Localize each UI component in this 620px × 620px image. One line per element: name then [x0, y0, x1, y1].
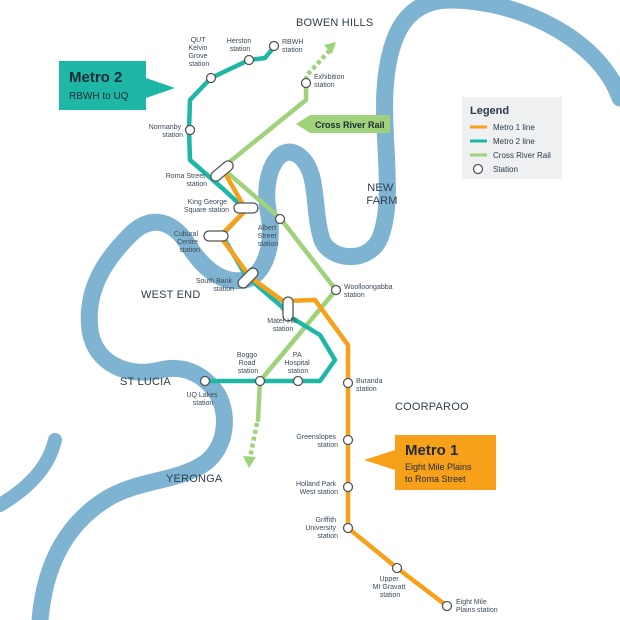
station-label-uq-lakes: UQ Lakes — [186, 392, 218, 399]
station-label-pa-hospital: PA — [293, 352, 302, 359]
station-upper-mt-gravatt — [391, 562, 403, 574]
svg-text:Eight Mile Plains statio: Eight Mile Plains station — [456, 599, 498, 614]
legend-metro-1: Metro 1 line — [493, 123, 535, 132]
svg-text:Normanby station: Normanby station — [149, 124, 183, 139]
svg-text:Exhibition station: Exhibition station — [314, 74, 346, 89]
station-label-boggo-road: Boggo — [237, 352, 257, 359]
station-label-king-george-square: King George — [188, 199, 227, 206]
station-label-griffith-university: Griffith — [316, 517, 337, 524]
svg-text:Buranda station: Buranda station — [356, 378, 384, 393]
station-label-south-bank: South Bank — [196, 278, 233, 285]
svg-text:Holland Park West statio: Holland Park West station — [296, 481, 338, 496]
station-griffith-university — [342, 522, 354, 534]
crr-north-extension — [306, 48, 332, 76]
station-label-cultural-centre: Cultural — [174, 231, 199, 238]
station-pa-hospital — [292, 375, 304, 387]
metro-1-callout-subtitle-2: to Roma Street — [405, 474, 466, 484]
metro-1-callout-title: Metro 1 — [405, 442, 458, 459]
station-label-mater-hill: Mater Hill — [267, 318, 297, 325]
area-st-lucia: ST LUCIA — [120, 376, 171, 388]
cross-river-rail-line — [219, 42, 339, 468]
svg-text:PA Hospital statio: PA Hospital station — [284, 352, 311, 375]
legend-title: Legend — [470, 105, 509, 117]
station-holland-park-west — [342, 481, 354, 493]
cross-river-rail-callout: Cross River Rail — [296, 115, 390, 133]
svg-text:Mater Hill station: Mater Hill station — [267, 318, 299, 333]
station-greenslopes — [342, 434, 354, 446]
station-label-albert-street: Albert — [258, 225, 276, 232]
svg-text:UQ Lakes station: UQ Lakes station — [186, 392, 219, 407]
metro-1-callout-subtitle-1: Eight Mile Plains — [405, 462, 472, 472]
metro-1-callout: Metro 1 Eight Mile Plains to Roma Street — [364, 435, 496, 490]
station-label-woolloongabba: Woolloongabba — [344, 284, 393, 291]
station-label-qut-kelvin-grove: QUT — [191, 37, 207, 44]
station-label-greenslopes: Greenslopes — [296, 434, 336, 441]
station-label-exhibition: Exhibition — [314, 74, 344, 81]
svg-text:Albert Street stat: Albert Street station — [258, 225, 279, 248]
station-woolloongabba — [330, 284, 342, 296]
svg-text:King George Square stati: King George Square station — [184, 199, 229, 214]
metro-1-line — [217, 165, 450, 609]
station-exhibition — [300, 77, 312, 89]
svg-text:Roma Street station: Roma Street station — [166, 173, 207, 188]
legend: Legend Metro 1 line Metro 2 line Cross R… — [462, 97, 562, 179]
river-west-branch — [0, 433, 62, 512]
station-buranda — [342, 377, 354, 389]
station-rbwh — [268, 40, 280, 52]
metro-2-callout: Metro 2 RBWH to UQ — [59, 61, 175, 110]
area-labels: BOWEN HILLS NEW FARM WEST END ST LUCIA C… — [120, 17, 469, 485]
crr-south-arrow — [243, 456, 256, 468]
svg-text:Upper Mt Gravatt s: Upper Mt Gravatt station — [373, 576, 408, 599]
svg-text:Griffith University: Griffith University station — [305, 517, 338, 540]
area-coorparoo: COORPAROO — [395, 401, 469, 413]
svg-text:Woolloongabba station: Woolloongabba station — [344, 284, 394, 299]
station-boggo-road — [254, 375, 266, 387]
interchange-capsules — [203, 160, 294, 322]
area-new-farm: NEW FARM — [366, 182, 397, 207]
station-label-normanby: Normanby — [149, 124, 182, 131]
crr-south-extension — [247, 422, 260, 459]
station-label-rbwh: RBWH — [282, 39, 303, 46]
station-markers — [184, 40, 453, 612]
station-herston — [243, 54, 255, 66]
station-uq-lakes — [199, 375, 211, 387]
station-labels: Herston station RBWH station QUT Kelvin … — [149, 37, 498, 614]
station-normanby — [184, 124, 196, 136]
legend-station: Station — [493, 165, 518, 174]
legend-cross-river-rail: Cross River Rail — [493, 151, 551, 160]
station-label-holland-park-west: Holland Park — [296, 481, 337, 488]
svg-text:South Bank station: South Bank station — [196, 278, 234, 293]
svg-text:Greenslopes station: Greenslopes station — [296, 434, 338, 449]
station-label-herston: Herston — [227, 38, 252, 45]
brisbane-river — [31, 0, 620, 620]
metro-2-callout-subtitle: RBWH to UQ — [69, 91, 129, 102]
station-qut-kelvin-grove — [205, 72, 217, 84]
station-label-upper-mt-gravatt: Upper — [379, 576, 399, 583]
svg-text:QUT Kelvin Grove: QUT Kelvin Grove station — [188, 37, 209, 68]
station-label-roma-street: Roma Street — [166, 173, 205, 180]
station-albert-street — [274, 213, 286, 225]
area-yeronga: YERONGA — [166, 473, 223, 485]
cross-river-rail-callout-label: Cross River Rail — [315, 120, 385, 130]
legend-metro-2: Metro 2 line — [493, 137, 535, 146]
svg-text:Cultural Centre st: Cultural Centre station — [174, 231, 200, 254]
area-bowen-hills: BOWEN HILLS — [296, 17, 373, 29]
station-eight-mile-plains — [441, 600, 453, 612]
mater-hill-interchange — [282, 296, 294, 322]
svg-text:Herston station: Herston station — [227, 38, 253, 53]
metro-2-callout-title: Metro 2 — [69, 69, 122, 86]
cultural-centre-interchange — [203, 230, 229, 242]
svg-text:Boggo Road station: Boggo Road station — [237, 352, 259, 375]
station-label-eight-mile-plains: Eight Mile — [456, 599, 487, 606]
legend-station-icon — [472, 163, 484, 175]
roma-street-interchange — [210, 160, 234, 182]
station-label-buranda: Buranda — [356, 378, 383, 385]
svg-text:RBWH station: RBWH station — [282, 39, 305, 54]
area-west-end: WEST END — [141, 289, 200, 301]
king-george-square-interchange — [233, 202, 259, 214]
south-bank-interchange — [237, 267, 259, 289]
crr-north-arrow — [324, 42, 336, 54]
